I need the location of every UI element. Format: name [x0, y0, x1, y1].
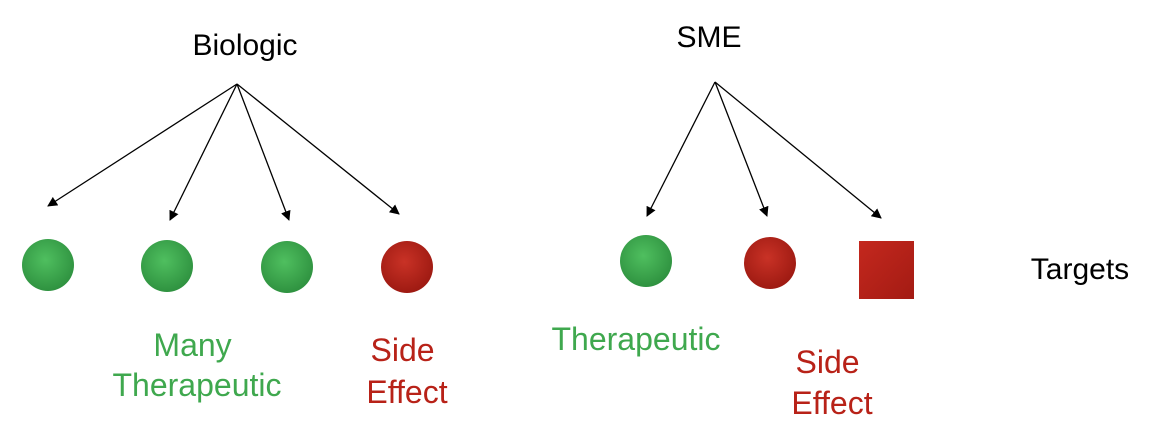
biologic-therapeutic-line-1: Many — [153, 327, 231, 363]
sme-side-effect-line-2: Effect — [791, 385, 872, 421]
sme-side-effect-line-1: Side — [796, 344, 860, 380]
biologic-group: Biologic Many Therapeutic Side Effect — [22, 29, 448, 410]
biologic-target-therapeutic-3 — [261, 241, 313, 293]
targets-label: Targets — [1031, 253, 1129, 286]
sme-arrow-3 — [714, 81, 882, 219]
biologic-target-therapeutic-1 — [22, 239, 74, 291]
biologic-arrow-2 — [169, 83, 238, 221]
sme-title: SME — [676, 21, 741, 54]
sme-therapeutic-label: Therapeutic — [552, 321, 721, 357]
biologic-side-effect-label: Side Effect — [366, 332, 447, 410]
biologic-arrow-3 — [236, 83, 291, 221]
biologic-arrow-1 — [47, 83, 238, 207]
biologic-title: Biologic — [192, 29, 297, 62]
sme-arrows — [646, 81, 882, 219]
sme-targets — [620, 235, 914, 299]
biologic-target-side-effect — [381, 241, 433, 293]
biologic-arrows — [47, 83, 400, 221]
biologic-therapeutic-line-2: Therapeutic — [113, 367, 282, 403]
sme-target-therapeutic — [620, 235, 672, 287]
biologic-arrow-4 — [236, 83, 400, 215]
biologic-targets — [22, 239, 433, 293]
biologic-side-effect-line-2: Effect — [366, 374, 447, 410]
biologic-side-effect-line-1: Side — [371, 332, 435, 368]
sme-side-effect-label: Side Effect — [791, 344, 872, 421]
biologic-therapeutic-label: Many Therapeutic — [113, 327, 282, 403]
sme-therapeutic-line-1: Therapeutic — [552, 321, 721, 357]
sme-target-side-effect-circle — [744, 237, 796, 289]
sme-target-side-effect-square — [859, 241, 914, 299]
sme-arrow-1 — [646, 81, 716, 217]
sme-group: SME Therapeutic Side Effect — [552, 21, 914, 421]
sme-arrow-2 — [714, 81, 769, 217]
biologic-target-therapeutic-2 — [141, 240, 193, 292]
